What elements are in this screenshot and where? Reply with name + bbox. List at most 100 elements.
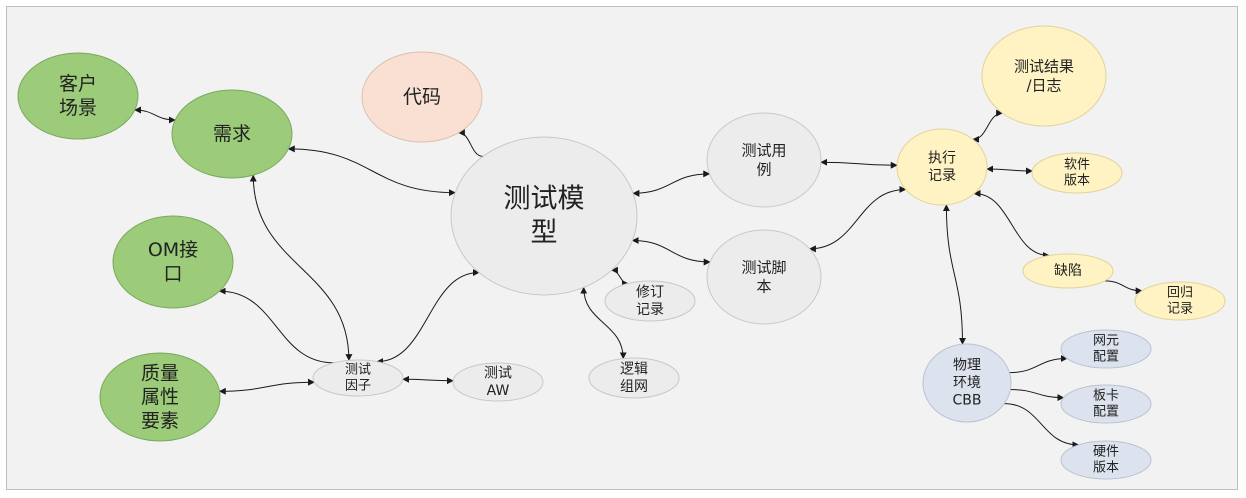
- node-shape-board-config: [1060, 384, 1152, 424]
- node-label-sw-version: 版本: [1064, 174, 1090, 189]
- node-label-board-config: 板卡: [1093, 388, 1119, 403]
- node-label-phys-env: 环境: [953, 375, 981, 391]
- node-label-ne-config: 网元: [1093, 333, 1119, 348]
- node-label-test-model: 测试模: [504, 184, 585, 215]
- node-label-revision: 修订: [636, 284, 664, 300]
- node-label-test-case: 测试用: [741, 142, 786, 160]
- node-shape-defect: [1022, 253, 1114, 289]
- node-label-quality-attr: 要素: [141, 410, 179, 432]
- node-shape-test-script: [706, 229, 822, 325]
- node-shape-requirement: [171, 89, 293, 179]
- edges-layer: [134, 106, 1143, 449]
- edge-exec-record-to-test-result: [972, 109, 1004, 143]
- edge-test-factor-to-test-model: [376, 269, 480, 366]
- node-shape-exec-record: [896, 128, 988, 206]
- edge-exec-record-to-phys-env: [942, 204, 967, 345]
- node-label-phys-env: CBB: [953, 393, 982, 409]
- edge-test-script-to-exec-record: [808, 185, 907, 253]
- node-shape-test-result: [981, 25, 1107, 127]
- node-label-quality-attr: 属性: [141, 386, 179, 408]
- node-label-customer-scene: 客户: [59, 73, 97, 95]
- node-label-test-aw: AW: [487, 383, 510, 399]
- node-label-defect: 缺陷: [1054, 263, 1082, 279]
- node-shape-test-factor: [312, 359, 404, 397]
- edge-om-interface-to-test-factor: [218, 287, 334, 364]
- node-test-aw: 测试 AW: [452, 362, 544, 402]
- node-label-regression: 回归: [1167, 285, 1193, 300]
- node-label-logic-net: 逻辑: [620, 361, 648, 377]
- node-label-om-interface: OM接: [148, 239, 198, 261]
- edge-test-model-to-revision: [610, 266, 629, 287]
- node-shape-logic-net: [588, 357, 680, 399]
- edge-customer-scene-to-requirement: [134, 106, 176, 124]
- edge-test-model-to-code: [457, 129, 484, 157]
- edge-requirement-to-test-factor: [249, 174, 353, 362]
- node-shape-test-case: [706, 112, 822, 208]
- node-label-ne-config: 配置: [1093, 350, 1119, 365]
- edge-test-model-to-logic-net: [580, 286, 627, 360]
- node-label-phys-env: 物理: [953, 358, 981, 374]
- edge-defect-to-regression: [1104, 280, 1143, 295]
- node-label-hw-version: 硬件: [1093, 444, 1119, 459]
- node-label-test-script: 本: [756, 277, 771, 295]
- node-code: 代码: [361, 51, 483, 143]
- node-shape-customer-scene: [17, 52, 139, 140]
- node-shape-sw-version: [1031, 152, 1123, 194]
- edge-exec-record-to-sw-version: [986, 165, 1033, 175]
- node-shape-test-model: [450, 136, 638, 296]
- node-label-test-result: 测试结果: [1014, 58, 1074, 76]
- edge-phys-env-to-board-config: [1010, 389, 1065, 402]
- nodes-layer: 客户场景需求OM接口质量属性要素代码测试模型修订记录测试因子测试AW逻辑组网测试…: [17, 25, 1226, 480]
- mind-map-diagram: 客户场景需求OM接口质量属性要素代码测试模型修订记录测试因子测试AW逻辑组网测试…: [17, 25, 1226, 480]
- node-label-test-script: 测试脚: [741, 259, 786, 277]
- node-label-revision: 记录: [636, 302, 664, 318]
- node-label-test-factor: 测试: [345, 362, 371, 377]
- node-label-om-interface: 口: [163, 263, 182, 285]
- edge-exec-record-to-defect: [973, 190, 1050, 260]
- node-label-quality-attr: 质量: [141, 362, 179, 384]
- edge-test-model-to-test-case: [632, 170, 711, 197]
- node-label-customer-scene: 场景: [59, 97, 97, 119]
- node-label-test-result: /日志: [1026, 76, 1061, 94]
- edge-quality-attr-to-test-factor: [218, 378, 315, 395]
- node-label-regression: 记录: [1167, 302, 1193, 317]
- edge-test-model-to-test-script: [631, 237, 711, 266]
- node-label-test-aw: 测试: [484, 365, 512, 381]
- node-shape-hw-version: [1060, 440, 1152, 480]
- node-label-code: 代码: [403, 86, 441, 108]
- node-label-requirement: 需求: [213, 123, 251, 145]
- node-label-test-case: 例: [756, 160, 771, 178]
- node-defect: 缺陷: [1022, 253, 1114, 289]
- edge-test-factor-to-test-aw: [402, 375, 454, 385]
- node-shape-code: [361, 51, 483, 143]
- node-label-test-model: 型: [531, 217, 558, 248]
- node-shape-quality-attr: [99, 352, 221, 442]
- node-label-logic-net: 组网: [620, 379, 648, 395]
- node-shape-ne-config: [1060, 329, 1152, 369]
- node-label-hw-version: 版本: [1093, 461, 1119, 476]
- node-shape-om-interface: [112, 215, 234, 309]
- edge-requirement-to-test-model: [287, 145, 456, 197]
- node-label-exec-record: 执行: [928, 150, 956, 166]
- node-shape-revision: [604, 280, 696, 322]
- node-shape-test-aw: [452, 362, 544, 402]
- node-requirement: 需求: [171, 89, 293, 179]
- node-test-result: 测试结果/日志: [981, 25, 1107, 127]
